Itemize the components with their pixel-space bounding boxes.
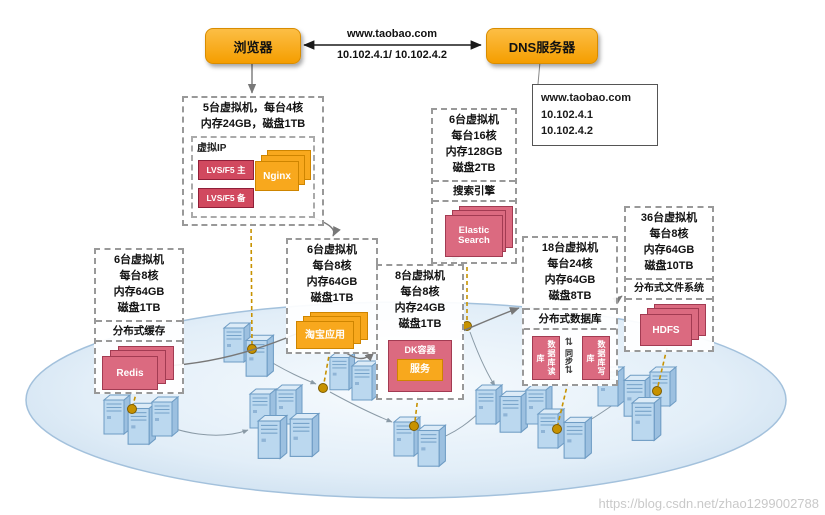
search-band-label: 搜索引擎: [433, 180, 515, 202]
search-spec: 6台虚拟机 每台16核 内存128GB 磁盘2TB: [445, 114, 503, 174]
server-icon: [245, 334, 274, 377]
container-spec: 8台虚拟机 每台8核 内存24GB 磁盘1TB: [394, 270, 446, 330]
server-icon: [103, 394, 131, 435]
database-band-label: 分布式数据库: [524, 308, 616, 330]
cache-band-label: 分布式缓存: [96, 320, 182, 342]
server-icon: [329, 352, 356, 391]
cache-spec: 6台虚拟机 每台8核 内存64GB 磁盘1TB: [113, 254, 165, 314]
dns-server-node: DNS服务器: [486, 28, 598, 64]
hdfs-band-label: 分布式文件系统: [626, 278, 712, 300]
search-cluster: 6台虚拟机 每台16核 内存128GB 磁盘2TB 搜索引擎 Elastic S…: [431, 108, 517, 264]
server-icon: [417, 424, 446, 467]
browser-node: 浏览器: [205, 28, 301, 64]
dns-record-domain: www.taobao.com: [541, 92, 632, 104]
hdfs-cluster: 36台虚拟机 每台8核 内存64GB 磁盘10TB 分布式文件系统 HDFS: [624, 206, 714, 352]
server-icon: [151, 396, 179, 437]
virtual-ip-box: 虚拟IP LVS/F5 主 LVS/F5 备 Nginx: [191, 136, 315, 218]
server-icon: [289, 412, 320, 457]
lvs-main-node: LVS/F5 主: [198, 160, 254, 180]
db-write-node: 数据库写库: [582, 336, 610, 380]
hdfs-stack: HDFS: [640, 304, 708, 346]
sync-arrows-icon: ⇅: [564, 337, 574, 348]
lvs-cluster: 5台虚拟机，每台4核 内存24GB，磁盘1TB 虚拟IP LVS/F5 主 LV…: [182, 96, 324, 226]
server-icon: [351, 360, 379, 401]
nginx-stack: Nginx: [255, 150, 311, 206]
dk-container-label: DK容器: [404, 345, 436, 355]
taobao-app-stack: 淘宝应用: [296, 312, 368, 349]
server-icon: [631, 396, 662, 441]
db-read-node: 数据库读库: [532, 336, 560, 380]
sync-arrows-icon: ⇅: [564, 365, 574, 376]
service-box: 服务: [397, 359, 443, 381]
hdfs-label: HDFS: [640, 314, 692, 346]
server-icon: [499, 390, 528, 433]
dns-card-lead: [537, 61, 541, 85]
db-sync: ⇅ 同步 ⇅: [560, 336, 578, 378]
database-cluster: 18台虚拟机 每台24核 内存64GB 磁盘8TB 分布式数据库 数据库读库 ⇅…: [522, 236, 618, 386]
cluster-server-leads: [132, 221, 668, 425]
dns-record-ip1: 10.102.4.1: [541, 108, 593, 121]
container-cluster: 8台虚拟机 每台8核 内存24GB 磁盘1TB DK容器 服务: [376, 264, 464, 400]
database-spec: 18台虚拟机 每台24核 内存64GB 磁盘8TB: [541, 242, 599, 302]
watermark: https://blog.csdn.net/zhao1299002788: [598, 496, 819, 511]
dns-record-card: www.taobao.com 10.102.4.1 10.102.4.2: [532, 84, 658, 146]
lvs-spec: 5台虚拟机，每台4核 内存24GB，磁盘1TB: [200, 102, 306, 130]
nginx-label: Nginx: [255, 161, 299, 191]
domain-label: www.taobao.com: [346, 28, 438, 40]
server-icon: [475, 384, 503, 425]
lvs-backup-node: LVS/F5 备: [198, 188, 254, 208]
redis-label: Redis: [102, 356, 158, 390]
cache-cluster: 6台虚拟机 每台8核 内存64GB 磁盘1TB 分布式缓存 Redis: [94, 248, 184, 394]
app-spec: 6台虚拟机 每台8核 内存64GB 磁盘1TB: [306, 244, 358, 304]
sync-label: 同步: [564, 349, 574, 365]
redis-stack: Redis: [102, 346, 176, 390]
hdfs-spec: 36台虚拟机 每台8核 内存64GB 磁盘10TB: [640, 212, 698, 272]
taobao-app-label: 淘宝应用: [296, 321, 354, 349]
server-icon: [563, 416, 592, 459]
elastic-search-stack: Elastic Search: [445, 206, 513, 258]
ip-label: 10.102.4.1/ 10.102.4.2: [336, 49, 448, 61]
browser-label: 浏览器: [233, 39, 273, 55]
elastic-search-label: Elastic Search: [445, 215, 503, 257]
virtual-ip-label: 虚拟IP: [197, 143, 227, 154]
app-cluster: 6台虚拟机 每台8核 内存64GB 磁盘1TB 淘宝应用: [286, 238, 378, 354]
server-icon: [257, 414, 288, 459]
dk-container-box: DK容器 服务: [388, 340, 452, 392]
dns-record-ip2: 10.102.4.2: [541, 125, 593, 137]
dns-label: DNS服务器: [508, 39, 576, 55]
